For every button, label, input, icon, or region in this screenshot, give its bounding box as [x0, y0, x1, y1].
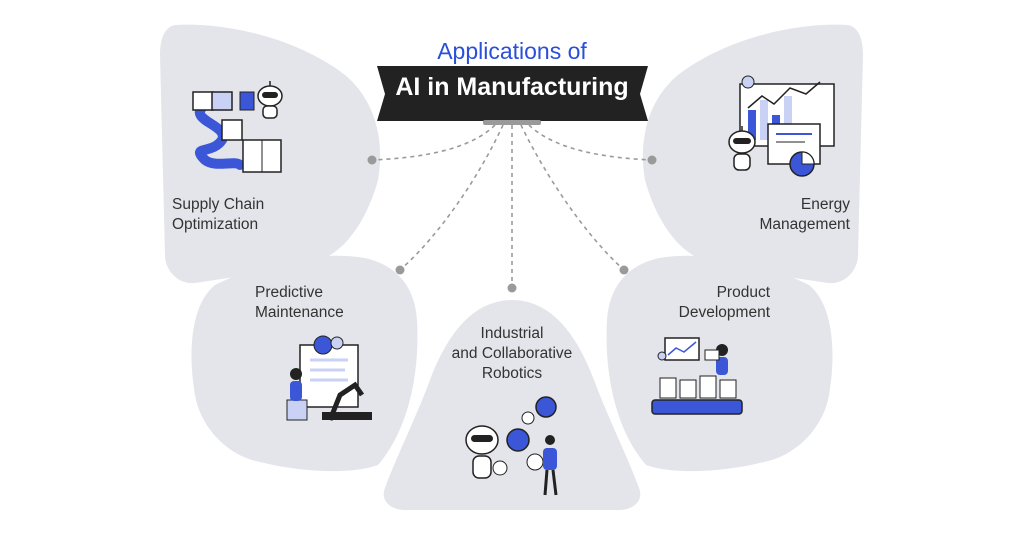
connectors — [371, 124, 653, 287]
connector-predictive — [399, 124, 504, 271]
label-supply-chain: Supply Chain Optimization — [172, 195, 264, 235]
product-development-illustration — [651, 337, 743, 415]
connector-product — [520, 124, 625, 271]
gear-icon — [657, 351, 667, 361]
connector-supply-chain — [371, 124, 496, 161]
title-line-1: Applications of — [437, 38, 587, 64]
label-predictive-line2: Maintenance — [255, 304, 344, 321]
gear-icon — [492, 396, 557, 476]
label-energy-management: Energy Management — [730, 195, 850, 235]
label-robotics-line3: Robotics — [481, 365, 543, 382]
panel-energy — [642, 24, 863, 284]
title-line-2: AI in Manufacturing — [395, 73, 629, 101]
dot-energy — [647, 155, 657, 165]
dot-supply-chain — [367, 155, 377, 165]
collaborative-robotics-illustration — [465, 396, 558, 496]
label-industrial-robotics: Industrial and Collaborative Robotics — [432, 324, 592, 384]
supply-chain-illustration — [192, 81, 283, 173]
label-product-line1: Product — [716, 284, 770, 301]
label-supply-chain-line2: Optimization — [172, 216, 259, 233]
gear-icon — [313, 335, 344, 355]
robot-icon — [257, 81, 283, 119]
gear-icon — [741, 75, 755, 89]
label-product-line2: Development — [678, 304, 770, 321]
dot-robotics — [507, 283, 517, 293]
connector-dots — [367, 155, 657, 293]
title-banner — [377, 66, 648, 125]
label-predictive-maintenance: Predictive Maintenance — [255, 283, 344, 323]
label-robotics-line2: and Collaborative — [451, 345, 573, 362]
label-supply-chain-line1: Supply Chain — [172, 196, 265, 213]
robot-icon — [465, 425, 499, 479]
label-energy-line2: Management — [759, 216, 850, 233]
predictive-maintenance-illustration — [286, 335, 372, 421]
label-energy-line1: Energy — [800, 196, 850, 213]
panel-industrial-robotics — [383, 300, 641, 510]
dot-product — [619, 265, 629, 275]
robot-icon — [728, 126, 756, 171]
dot-predictive — [395, 265, 405, 275]
label-robotics-line1: Industrial — [480, 325, 544, 342]
connector-energy — [528, 124, 653, 161]
hub-bar — [483, 120, 541, 125]
label-predictive-line1: Predictive — [255, 284, 324, 301]
energy-management-illustration — [728, 75, 835, 177]
label-product-development: Product Development — [655, 283, 770, 323]
